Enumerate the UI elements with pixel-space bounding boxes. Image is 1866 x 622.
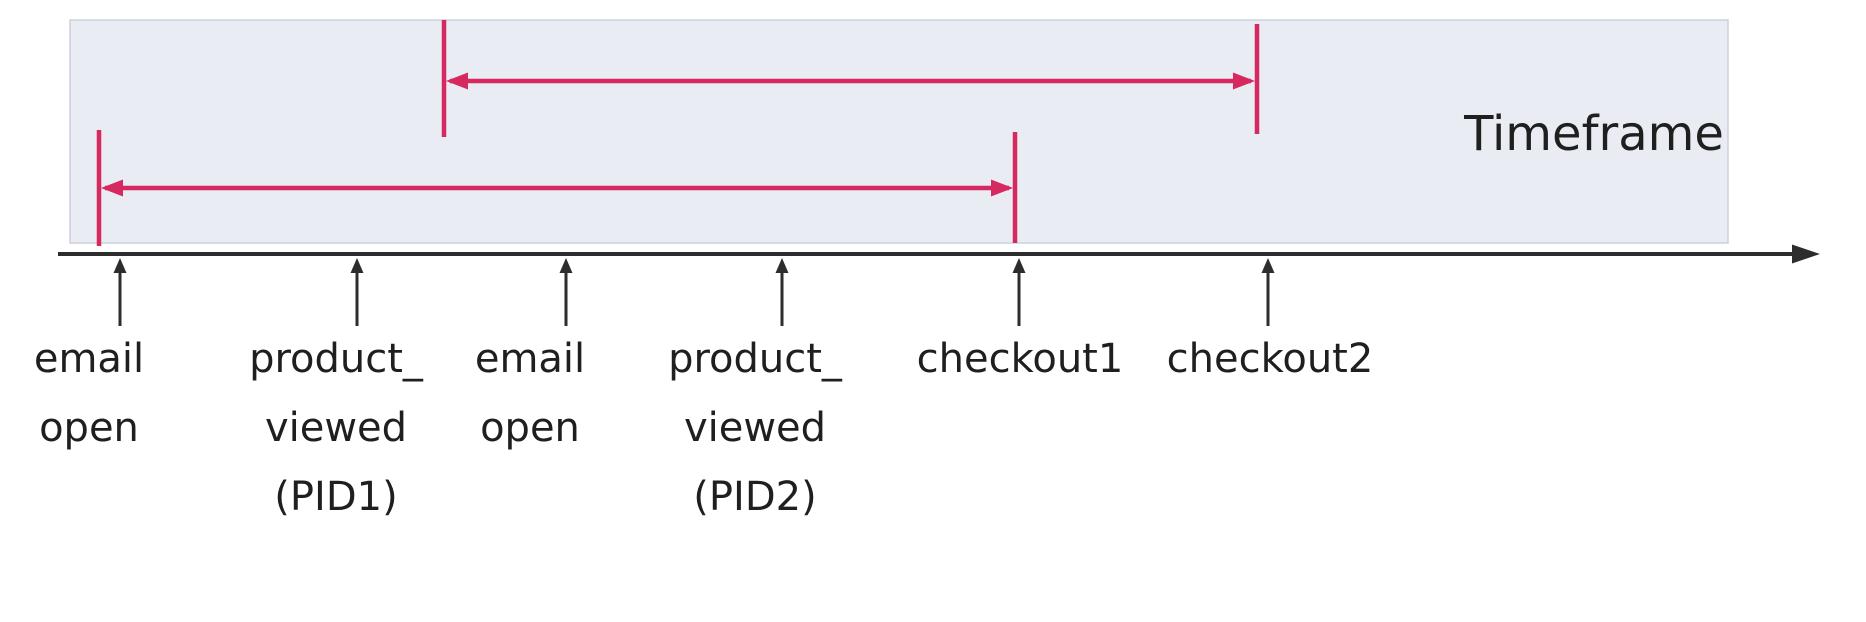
- event-tick-arrowhead-icon: [775, 258, 789, 273]
- time-axis: [58, 244, 1820, 264]
- event-checkout1: checkout1: [917, 258, 1124, 382]
- event-label-line: product_: [249, 336, 424, 382]
- event-label-line: email: [34, 336, 144, 382]
- event-label-line: product_: [668, 336, 843, 382]
- event-email-open-1: email open: [34, 258, 144, 451]
- range-lower-left-arrowhead-icon: [101, 179, 123, 197]
- event-email-open-2: email open: [475, 258, 585, 451]
- time-axis-arrowhead-icon: [1792, 244, 1820, 264]
- event-tick-arrowhead-icon: [1261, 258, 1275, 273]
- timeframe-label: Timeframe: [1463, 106, 1724, 162]
- event-label-line: (PID1): [274, 474, 397, 520]
- event-tick-arrowhead-icon: [113, 258, 127, 273]
- event-label-line: open: [39, 405, 139, 451]
- event-tick-arrowhead-icon: [1012, 258, 1026, 273]
- event-product-viewed-pid2: product_ viewed (PID2): [668, 258, 843, 520]
- event-label-line: (PID2): [693, 474, 816, 520]
- event-label-line: viewed: [684, 405, 826, 451]
- event-label-line: open: [480, 405, 580, 451]
- range-lower-right-arrowhead-icon: [991, 179, 1013, 197]
- range-upper-left-arrowhead-icon: [446, 72, 468, 90]
- event-label-line: checkout2: [1167, 336, 1374, 382]
- event-tick-arrowhead-icon: [559, 258, 573, 273]
- timeframe-panel: [69, 19, 1729, 244]
- event-tick-arrowhead-icon: [350, 258, 364, 273]
- event-checkout2: checkout2: [1167, 258, 1374, 382]
- event-label-line: viewed: [265, 405, 407, 451]
- event-label-line: email: [475, 336, 585, 382]
- event-product-viewed-pid1: product_ viewed (PID1): [249, 258, 424, 520]
- event-label-line: checkout1: [917, 336, 1124, 382]
- range-upper-right-arrowhead-icon: [1233, 72, 1255, 90]
- timeframe-range-lower: [96, 130, 1018, 246]
- timeframe-range-upper: [441, 20, 1260, 137]
